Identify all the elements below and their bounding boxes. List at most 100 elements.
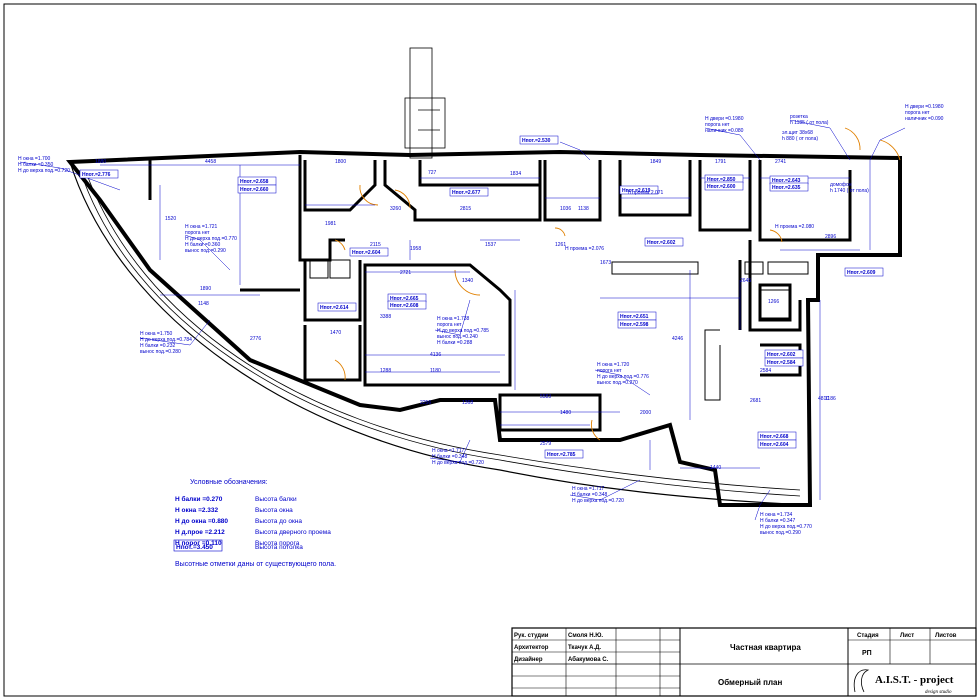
dimension-label: 1880: [95, 159, 106, 165]
annotation-line: H двери =0.1980: [905, 104, 944, 110]
legend-code: Н до окна =0.880: [175, 518, 228, 525]
thin-walls: [309, 259, 809, 401]
tb-header: Лист: [900, 633, 914, 639]
annotation-line: h проема 2.071: [628, 190, 664, 196]
ceiling-height-tag: Нпот.=2.776: [82, 172, 111, 178]
dimension-label: 1261: [555, 242, 566, 248]
dimension-label: 1800: [335, 159, 346, 165]
ceiling-height-tag: Нпот.=2.677: [452, 190, 481, 196]
dimension-label: 2741: [775, 159, 786, 165]
tb-header: Стадия: [857, 633, 879, 639]
ceiling-height-tag: Нпот.=2.651: [620, 314, 649, 320]
tb-name: Абакумова С.: [568, 656, 609, 663]
leader-lines: [19, 119, 906, 521]
annotation-line: H до верха под.=0.720: [432, 460, 484, 466]
door-swings: [334, 127, 901, 441]
company-sub: design studio: [925, 690, 952, 695]
annotation-line: H окна =1.721: [185, 224, 218, 230]
ceiling-height-tags: Нпот.=2.776Нпот.=2.530Нпот.=2.658Нпот.=2…: [79, 135, 884, 459]
dimension-label: 1520: [165, 216, 176, 222]
annotation-line: H до верха под.=0.770: [760, 524, 812, 530]
dimension-label: 1368: [462, 400, 473, 406]
legend-code: Н д.прое =2.212: [175, 529, 225, 536]
ceiling-tag-box: [619, 185, 659, 195]
tb-name: Смоля Н.Ю.: [568, 633, 603, 639]
dimension-label: 2579: [540, 441, 551, 447]
ceiling-height-tag: Нпот.=2.785: [547, 452, 576, 458]
legend-note: Высотные отметки даны от существующего п…: [175, 561, 336, 568]
dimension-label: 1440: [710, 465, 721, 471]
legend-desc: Высота до окна: [255, 518, 302, 525]
dimension-label: 4136: [430, 352, 441, 358]
annotation-line: h 1185 ( от пола): [790, 120, 829, 126]
legend-code: Н порог =0.110: [175, 540, 222, 547]
annotation-line: H балки =0.288: [437, 340, 472, 346]
legend-code: Нпот.=3.450: [176, 544, 213, 551]
dimension-label: 2645: [740, 278, 751, 284]
ceiling-height-tag: Нпот.=2.602: [767, 352, 796, 358]
ceiling-tag-box: [79, 169, 119, 179]
annotation-line: H балки =0.347: [760, 518, 795, 524]
annotation-line: розетка: [790, 114, 808, 120]
annotation-line: H балки =0.360: [185, 242, 220, 248]
annotation-line: вынос под.=0.240: [437, 334, 478, 340]
ceiling-tag-box: [757, 439, 797, 449]
annotation-line: H окна =1.717: [432, 448, 465, 454]
dimension-label: 2896: [825, 234, 836, 240]
dimension-label: 3260: [390, 206, 401, 212]
dimension-label: 1138: [578, 206, 589, 212]
ceiling-height-tag: Нпот.=2.609: [847, 270, 876, 276]
ceiling-tag-box: [317, 302, 357, 312]
ceiling-height-tag: Нпот.=2.658: [240, 179, 269, 185]
sheet-frame: [3, 3, 977, 697]
ceiling-height-tag: Нпот.=2.608: [390, 303, 419, 309]
curved-facade: [69, 161, 811, 506]
annotation-line: вынос под.=0.290: [185, 248, 226, 254]
ceiling-height-tag: Нпот.=2.604: [352, 250, 381, 256]
dimension-label: 2776: [250, 336, 261, 342]
dimension-label: 1180: [430, 368, 441, 374]
dimension-label: 1849: [650, 159, 661, 165]
annotation-line: порога нет: [597, 368, 622, 374]
tb-role: Дизайнер: [514, 656, 543, 663]
ceiling-height-tag: Нпот.=2.635: [772, 185, 801, 191]
ceiling-tag-box: [387, 300, 427, 310]
tb-role: Архитектор: [514, 645, 549, 651]
legend-title: Условные обозначения:: [190, 478, 268, 486]
dimension-label: 1340: [462, 278, 473, 284]
dimension-label: 1834: [510, 171, 521, 177]
ceiling-height-tag: Нпот.=2.604: [760, 442, 789, 448]
dimension-label: 2584: [760, 368, 771, 374]
ceiling-height-tag: Нпот.=2.660: [240, 187, 269, 193]
annotation-line: H двери =0.1980: [705, 116, 744, 122]
dimension-label: 1036: [560, 206, 571, 212]
annotation-line: H окна =1.734: [760, 512, 793, 518]
annotation-line: H до верха под.=0.785: [437, 328, 489, 334]
annotation-line: H до верха под.=0.784: [140, 337, 192, 343]
dimension-label: 1186: [825, 396, 836, 402]
annotation-line: порога нет: [905, 110, 930, 116]
ceiling-height-tag: Нпот.=2.614: [320, 305, 349, 311]
ceiling-height-tag: Нпот.=2.619: [622, 188, 651, 194]
dimension-label: 2721: [400, 270, 411, 276]
dimension-label: 3388: [380, 314, 391, 320]
ceiling-tag-box: [237, 184, 277, 194]
tb-role: Рук. студии: [514, 633, 549, 639]
ceiling-tag-box: [617, 319, 657, 329]
dimension-label: 1288: [380, 368, 391, 374]
dimension-label: 2681: [750, 398, 761, 404]
dimension-label: 5583: [540, 394, 551, 400]
annotation-line: H балки =0.232: [140, 343, 175, 349]
ceiling-tag-box: [769, 182, 809, 192]
annotation-line: домофон: [830, 182, 852, 188]
ceiling-height-tag: Нпот.=2.850: [707, 177, 736, 183]
ceiling-tag-box: [449, 187, 489, 197]
title-block-text: Рук. студии Смоля Н.Ю. Архитектор Ткачук…: [514, 633, 957, 695]
annotation-line: наличник =0.080: [705, 128, 744, 134]
interior-walls: [148, 155, 852, 432]
ceiling-height-tag: Нпот.=2.598: [620, 322, 649, 328]
dimension-label: 4458: [205, 159, 216, 165]
tb-project: Частная квартира: [730, 643, 801, 652]
annotation-line: H проема =2.076: [565, 246, 604, 252]
